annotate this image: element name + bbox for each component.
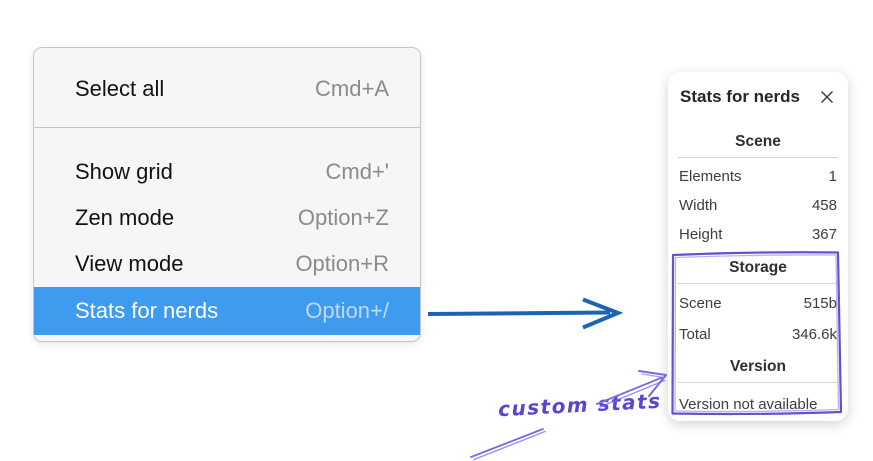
section-divider xyxy=(678,157,838,158)
stat-label: Width xyxy=(679,197,718,214)
section-heading-version: Version xyxy=(730,358,786,375)
menu-item-shortcut: Option+/ xyxy=(305,298,389,323)
section-heading-storage: Storage xyxy=(729,259,787,276)
flow-arrow xyxy=(427,297,624,330)
menu-item-zen-mode[interactable]: Zen mode Option+Z xyxy=(34,195,420,241)
menu-item-shortcut: Option+Z xyxy=(297,205,389,230)
stat-value: 515b xyxy=(803,295,837,312)
stat-row-width: Width 458 xyxy=(678,191,838,220)
stat-value: 346.6k xyxy=(791,326,837,343)
stat-label: Elements xyxy=(679,168,742,185)
menu-item-label: Show grid xyxy=(75,159,173,184)
stat-label: Scene xyxy=(679,295,722,312)
menu-item-label: View mode xyxy=(75,251,184,276)
section-divider xyxy=(678,283,838,284)
menu-item-label: Select all xyxy=(75,76,165,101)
stats-panel-title: Stats for nerds xyxy=(680,87,800,106)
section-divider xyxy=(678,382,838,383)
close-button[interactable] xyxy=(818,88,836,106)
close-icon xyxy=(820,90,834,104)
stat-value: 458 xyxy=(811,197,837,214)
menu-item-shortcut: Cmd+A xyxy=(315,76,389,101)
menu-item-select-all[interactable]: Select all Cmd+A xyxy=(34,59,420,119)
menu-item-shortcut: Option+R xyxy=(295,251,389,276)
menu-item-label: Zen mode xyxy=(75,205,175,230)
stat-row-scene-storage: Scene 515b xyxy=(678,288,838,319)
menu-item-view-mode[interactable]: View mode Option+R xyxy=(34,241,420,287)
menu-item-stats-for-nerds[interactable]: Stats for nerds Option+/ xyxy=(34,287,420,335)
stat-value: 367 xyxy=(811,226,837,243)
stat-row-elements: Elements 1 xyxy=(678,162,838,191)
menu-group: Select all Cmd+A xyxy=(34,48,420,127)
context-menu: Select all Cmd+A Show grid Cmd+' Zen mod… xyxy=(33,47,421,342)
menu-divider xyxy=(34,127,420,128)
menu-item-shortcut: Cmd+' xyxy=(325,159,390,184)
stats-panel: Stats for nerds Scene Elements 1 Width 4… xyxy=(668,72,848,421)
stat-row-total-storage: Total 346.6k xyxy=(678,319,838,350)
stat-label: Height xyxy=(679,226,723,243)
stat-row-height: Height 367 xyxy=(678,220,838,249)
stat-value: 1 xyxy=(828,168,837,185)
stats-panel-header: Stats for nerds xyxy=(678,86,838,108)
stat-label: Total xyxy=(679,326,711,343)
menu-item-label: Stats for nerds xyxy=(75,298,219,323)
menu-item-show-grid[interactable]: Show grid Cmd+' xyxy=(34,149,420,195)
menu-group: Show grid Cmd+' Zen mode Option+Z View m… xyxy=(34,128,420,335)
annotation-label: custom stats xyxy=(497,388,663,422)
version-note: Version not available xyxy=(679,396,818,413)
section-heading-scene: Scene xyxy=(735,133,781,150)
